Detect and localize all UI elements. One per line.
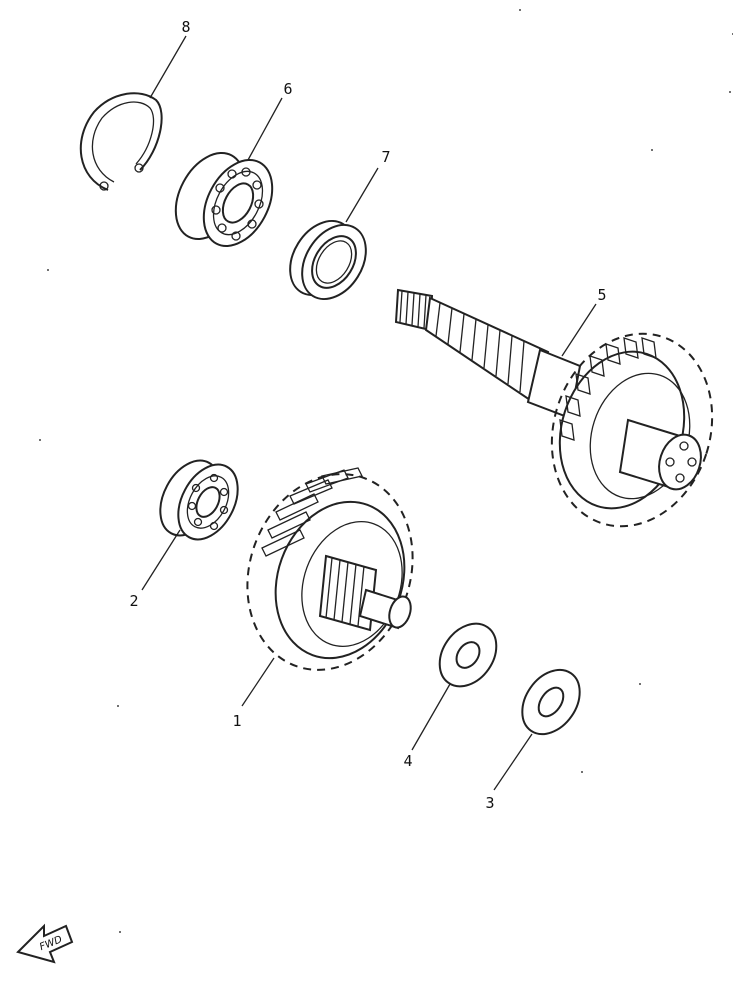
- fwd-arrow-icon: FWD: [16, 923, 74, 964]
- part-labels: 8 6 7 5 2 1 4 3: [129, 18, 606, 812]
- part-label-3: 3: [485, 794, 494, 812]
- small-bearing-icon[interactable]: [148, 450, 249, 549]
- part-label-1: 1: [232, 712, 241, 730]
- part-label-7: 7: [381, 148, 390, 166]
- drive-axle-gear-icon[interactable]: [394, 288, 733, 547]
- leader-lines: [141, 35, 597, 791]
- bearing-icon[interactable]: [162, 141, 286, 257]
- circlip-icon[interactable]: [79, 92, 163, 191]
- oil-seal-icon[interactable]: [277, 209, 379, 311]
- scan-speckles: [39, 9, 733, 933]
- washer-icon[interactable]: [510, 659, 591, 745]
- part-label-4: 4: [403, 752, 412, 770]
- part-label-5: 5: [597, 286, 606, 304]
- part-label-2: 2: [129, 592, 138, 610]
- primary-gear-icon[interactable]: [221, 451, 440, 694]
- part-label-8: 8: [181, 18, 190, 36]
- washer-icon[interactable]: [428, 613, 508, 697]
- part-label-6: 6: [283, 80, 292, 98]
